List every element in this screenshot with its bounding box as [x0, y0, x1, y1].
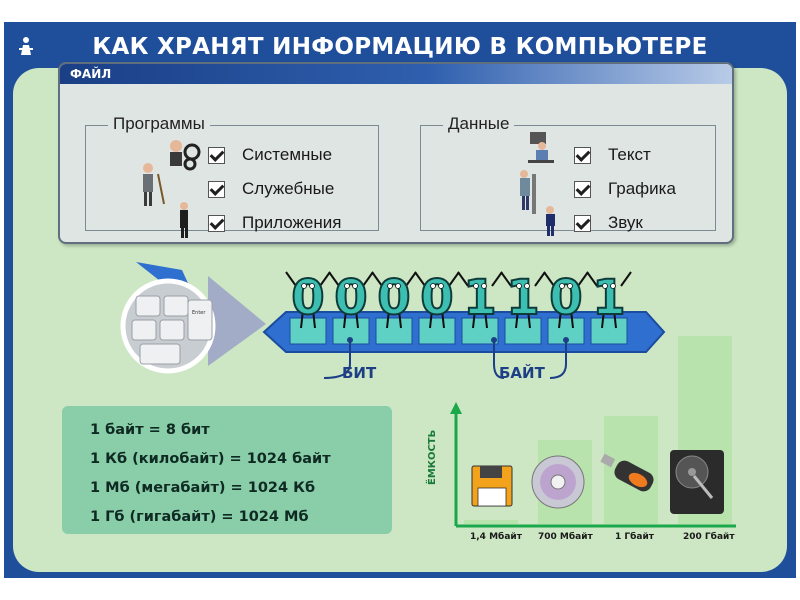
data-people-illustration — [520, 132, 555, 236]
data-item-text[interactable]: Текст — [574, 145, 714, 168]
data-item-label: Графика — [608, 179, 676, 198]
usb-flash-drive-icon — [600, 453, 654, 492]
device-label-hdd: 200 Гбайт — [683, 532, 735, 542]
binary-digit-text: 1 — [463, 270, 496, 326]
binary-digit-1: 1 — [500, 269, 546, 329]
data-group-title: Данные — [443, 114, 515, 134]
byte-bracket-line — [491, 337, 569, 379]
byte-label: БАЙТ — [499, 364, 545, 382]
binary-digit-1: 1 — [457, 269, 503, 329]
binary-digit-1: 1 — [586, 269, 632, 329]
program-item-system[interactable]: Системные — [208, 145, 368, 168]
checkbox-checked[interactable] — [208, 147, 225, 164]
data-item-label: Звук — [608, 213, 643, 232]
hard-drive-icon — [670, 450, 724, 514]
reader-logo-icon — [19, 37, 33, 55]
keyboard-magnifier-illustration: Enter — [120, 262, 266, 374]
binary-digit-0: 0 — [543, 269, 589, 329]
binary-digit-0: 0 — [328, 269, 374, 329]
bit-cell — [504, 317, 542, 345]
storage-capacity-diagram — [450, 336, 736, 528]
formula-gigabyte: 1 Гб (гигабайт) = 1024 Мб — [90, 509, 309, 525]
checkbox-checked[interactable] — [208, 215, 225, 232]
checkbox-checked[interactable] — [208, 181, 225, 198]
program-item-applications[interactable]: Приложения — [208, 213, 368, 236]
binary-digit-0: 0 — [285, 269, 331, 329]
formula-byte: 1 байт = 8 бит — [90, 422, 210, 438]
device-label-cd: 700 Мбайт — [538, 532, 593, 542]
binary-digit-text: 1 — [592, 270, 625, 326]
programs-group-title: Программы — [108, 114, 210, 134]
file-panel-header: ФАЙЛ — [60, 64, 732, 84]
programs-group: Программы — [85, 114, 379, 231]
unit-formulas-box: 1 байт = 8 бит 1 Кб (килобайт) = 1024 ба… — [62, 406, 392, 534]
checkbox-checked[interactable] — [574, 147, 591, 164]
binary-digit-0: 0 — [414, 269, 460, 329]
cd-disc-icon — [531, 455, 585, 509]
binary-digit-text: 0 — [291, 270, 324, 326]
binary-digit-text: 0 — [420, 270, 453, 326]
binary-digit-text: 0 — [549, 270, 582, 326]
data-item-label: Текст — [608, 145, 651, 164]
file-panel-label: ФАЙЛ — [70, 67, 112, 81]
capacity-bar-floppy — [464, 520, 518, 524]
device-label-floppy: 1,4 Мбайт — [470, 532, 522, 542]
bit-label: БИТ — [342, 364, 377, 382]
floppy-disk-icon — [471, 465, 513, 507]
checkbox-checked[interactable] — [574, 215, 591, 232]
program-people-illustration — [143, 140, 201, 238]
program-item-label: Служебные — [242, 179, 335, 198]
capacity-axis-label: ЁМКОСТЬ — [427, 429, 438, 485]
bit-cell — [418, 317, 456, 345]
binary-digit-text: 0 — [334, 270, 367, 326]
program-item-label: Системные — [242, 145, 333, 164]
bit-cell — [590, 317, 628, 345]
formula-kilobyte: 1 Кб (килобайт) = 1024 байт — [90, 451, 331, 467]
bit-pointer-line — [323, 337, 353, 379]
bit-cell — [375, 317, 413, 345]
program-item-utility[interactable]: Служебные — [208, 179, 368, 202]
binary-digit-0: 0 — [371, 269, 417, 329]
page-title: КАК ХРАНЯТ ИНФОРМАЦИЮ В КОМПЬЮТЕРЕ — [92, 34, 708, 60]
data-item-graphics[interactable]: Графика — [574, 179, 714, 202]
program-item-label: Приложения — [242, 213, 342, 232]
data-item-sound[interactable]: Звук — [574, 213, 714, 236]
binary-digit-text: 1 — [506, 270, 539, 326]
svg-text:Enter: Enter — [192, 310, 206, 316]
device-label-usb: 1 Гбайт — [615, 532, 655, 542]
binary-digit-text: 0 — [377, 270, 410, 326]
bit-cell — [289, 317, 327, 345]
formula-megabyte: 1 Мб (мегабайт) = 1024 Кб — [90, 480, 316, 496]
checkbox-checked[interactable] — [574, 181, 591, 198]
data-group: Данные — [420, 114, 716, 231]
